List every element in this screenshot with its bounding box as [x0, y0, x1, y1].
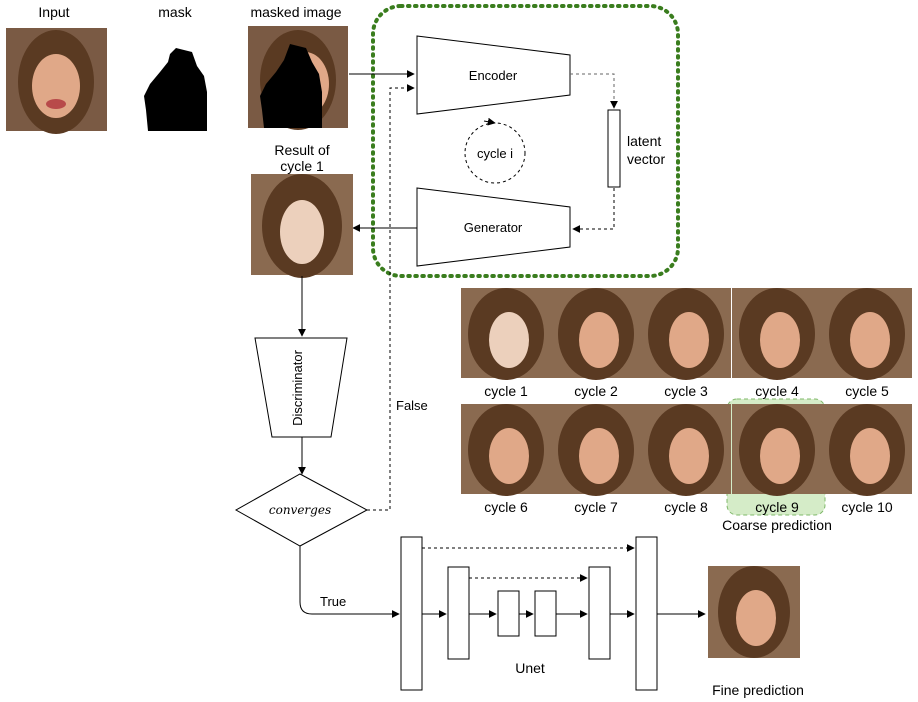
cycle-label: cycle 10	[841, 499, 893, 515]
cycle-label: cycle 9	[755, 499, 799, 515]
true-label: True	[320, 594, 346, 609]
result-image	[251, 174, 353, 278]
cycle-thumbnail	[551, 404, 641, 496]
cycle-label: cycle 7	[574, 499, 618, 515]
result-label-1: Result of	[274, 142, 329, 158]
unet-block-3	[497, 590, 520, 637]
discriminator-block	[254, 337, 348, 438]
generator-label: Generator	[464, 220, 523, 235]
cycle-thumbnail	[461, 288, 551, 380]
unet-block-5	[588, 566, 611, 660]
cycle-grid: cycle 1 cycle 2 cycle 3 cycle 4 cycle 5 cycle…	[461, 288, 912, 515]
masked-image	[248, 26, 348, 130]
unet-label: Unet	[515, 660, 545, 676]
latent-label-2: vector	[627, 151, 665, 167]
encoder-label: Encoder	[469, 68, 518, 83]
latent-label-1: latent	[627, 133, 661, 149]
cycle-i-arrow	[483, 117, 496, 126]
cycle-label: cycle 4	[755, 383, 799, 399]
masked-image-label: masked image	[250, 4, 341, 20]
cycle-label: cycle 3	[664, 383, 708, 399]
generator-block	[416, 187, 571, 267]
fine-prediction-image	[708, 566, 800, 658]
cycle-thumbnail	[822, 288, 912, 380]
mask-shape	[144, 48, 207, 131]
converges-label: converges	[269, 503, 331, 517]
false-path-arrow	[367, 84, 415, 511]
input-label: Input	[38, 4, 69, 20]
discriminator-label: Discriminator	[290, 349, 305, 426]
cycle-label: cycle 2	[574, 383, 618, 399]
cycle-loop-border	[371, 4, 680, 278]
cycle-label: cycle 1	[484, 383, 528, 399]
unet-block-4	[534, 590, 557, 637]
coarse-prediction-label: Coarse prediction	[722, 517, 832, 533]
cycle-thumbnail	[732, 404, 822, 496]
result-label-2: cycle 1	[280, 158, 324, 174]
true-path-arrow	[299, 546, 400, 618]
unet-block-1	[400, 536, 423, 691]
unet-block-6	[635, 536, 658, 691]
encoder-block	[416, 35, 571, 115]
cycle-thumbnail	[641, 404, 731, 496]
latent-vector-bar	[607, 109, 621, 188]
cycle-thumbnail	[641, 288, 731, 380]
encoder-to-latent-arrow	[570, 73, 618, 109]
cycle-i-circle	[464, 122, 526, 184]
cycle-i-label: cycle i	[477, 146, 513, 161]
latent-to-generator-arrow	[572, 188, 615, 233]
cycle-label: cycle 8	[664, 499, 708, 515]
unet-block-2	[447, 566, 470, 660]
cycle-label: cycle 6	[484, 499, 528, 515]
fine-prediction-label: Fine prediction	[712, 682, 804, 698]
cycle-label: cycle 5	[845, 383, 889, 399]
cycle-thumbnail	[732, 288, 822, 380]
input-image	[6, 28, 107, 134]
cycle-thumbnail	[551, 288, 641, 380]
mask-label: mask	[158, 4, 192, 20]
cycle-thumbnail	[822, 404, 912, 496]
cycle-thumbnail	[461, 404, 551, 496]
false-label: False	[396, 398, 428, 413]
